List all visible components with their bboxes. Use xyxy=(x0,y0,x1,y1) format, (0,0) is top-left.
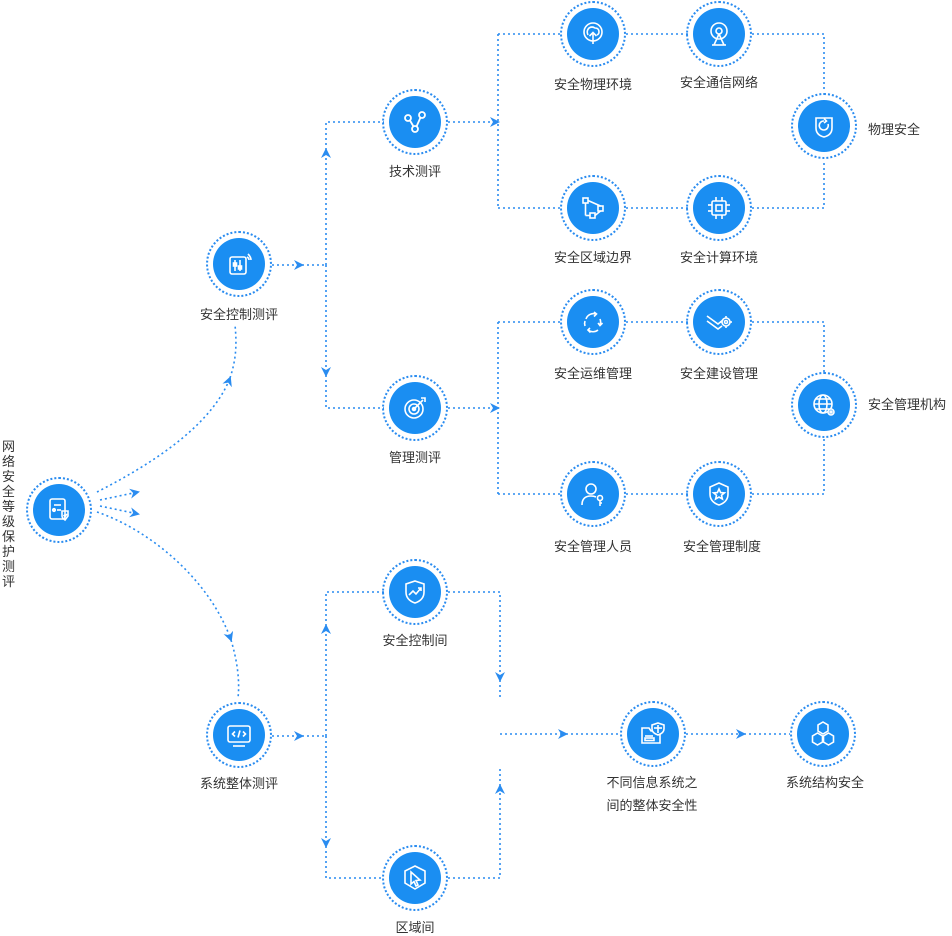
system-merge-node[interactable] xyxy=(620,701,686,767)
connector-root-control xyxy=(96,376,232,493)
technical-eval-node[interactable] xyxy=(382,89,448,155)
system-merge-label-line2: 间的整体安全性 xyxy=(606,799,698,814)
connector-root-control-tail xyxy=(229,324,237,379)
cycle-arrows-icon xyxy=(583,311,604,334)
control-panel-icon xyxy=(229,253,252,275)
system-structure-label: 系统结构安全 xyxy=(785,776,865,791)
mgmt-item-3-label: 安全管理制度 xyxy=(682,540,762,555)
root-label: 网络安全等级保护测评 xyxy=(2,440,16,590)
mgmt-org-node[interactable] xyxy=(791,372,857,438)
code-monitor-icon xyxy=(227,725,251,747)
connector-root-system xyxy=(96,511,234,642)
between-controls-node[interactable] xyxy=(382,559,448,625)
between-regions-label: 区域间 xyxy=(395,921,435,936)
mgmt-item-1-label: 安全建设管理 xyxy=(679,367,759,382)
root-node[interactable] xyxy=(26,477,92,543)
connector-tech-right-bottom xyxy=(752,160,825,209)
mgmt-item-1-node[interactable] xyxy=(686,289,752,355)
shield-document-icon xyxy=(49,498,69,522)
tech-item-2-node[interactable] xyxy=(560,175,626,241)
connector-controls-right xyxy=(448,591,505,682)
physical-security-label: 物理安全 xyxy=(868,123,921,138)
mgmt-item-2-node[interactable] xyxy=(560,461,626,527)
antenna-icon xyxy=(710,22,728,46)
tech-item-0-node[interactable] xyxy=(560,1,626,67)
globe-gear-icon xyxy=(813,394,835,416)
connector-system-down-bottom xyxy=(325,846,384,879)
shield-chart-icon xyxy=(405,580,425,604)
management-eval-label: 管理测评 xyxy=(388,451,442,466)
folder-shield-icon xyxy=(641,722,665,744)
cloud-upload-icon xyxy=(583,22,603,44)
management-eval-node[interactable] xyxy=(382,375,448,441)
chip-icon xyxy=(708,197,730,219)
connector-system-up-top xyxy=(325,591,384,626)
connector-mgmt-right-bottom xyxy=(752,438,825,495)
system-eval-label: 系统整体测评 xyxy=(199,777,279,792)
technical-eval-label: 技术测评 xyxy=(388,165,442,180)
connector-control-down-bottom xyxy=(325,375,384,409)
physical-security-node[interactable] xyxy=(791,93,857,159)
mgmt-item-0-label: 安全运维管理 xyxy=(553,367,633,382)
system-structure-node[interactable] xyxy=(790,701,856,767)
mgmt-org-label: 安全管理机构 xyxy=(868,398,947,413)
hexagons-icon xyxy=(811,721,835,746)
connector-root-arrow-bottom xyxy=(99,505,140,518)
between-controls-label: 安全控制间 xyxy=(382,634,448,649)
control-eval-label: 安全控制测评 xyxy=(199,308,279,323)
connector-root-arrow-top xyxy=(99,488,140,501)
mgmt-item-2-label: 安全管理人员 xyxy=(553,540,633,555)
refresh-shield-icon xyxy=(815,117,833,138)
shield-star-icon xyxy=(709,482,729,506)
connector-tech-right-top xyxy=(752,33,825,92)
share-nodes-icon xyxy=(404,111,426,133)
tech-item-3-label: 安全计算环境 xyxy=(679,251,759,266)
build-gear-icon xyxy=(706,315,732,330)
tech-item-0-label: 安全物理环境 xyxy=(553,78,633,93)
connector-mgmt-right-top xyxy=(752,321,825,372)
person-key-icon xyxy=(581,483,604,506)
target-icon xyxy=(404,397,426,419)
cursor-hexagon-icon xyxy=(404,865,426,890)
tech-item-3-node[interactable] xyxy=(686,175,752,241)
between-regions-node[interactable] xyxy=(382,845,448,911)
system-merge-label-line1: 不同信息系统之 xyxy=(606,776,698,791)
mgmt-item-3-node[interactable] xyxy=(686,461,752,527)
connector-control-up-top xyxy=(325,121,384,150)
connector-regions-right xyxy=(448,784,505,879)
boundary-polygon-icon xyxy=(582,197,604,219)
control-eval-node[interactable] xyxy=(206,231,272,297)
tech-item-1-label: 安全通信网络 xyxy=(679,76,759,91)
mgmt-item-0-node[interactable] xyxy=(560,289,626,355)
tech-item-1-node[interactable] xyxy=(686,1,752,67)
tech-item-2-label: 安全区域边界 xyxy=(553,251,633,266)
system-eval-node[interactable] xyxy=(206,702,272,768)
connector-root-system-tail xyxy=(230,639,240,699)
